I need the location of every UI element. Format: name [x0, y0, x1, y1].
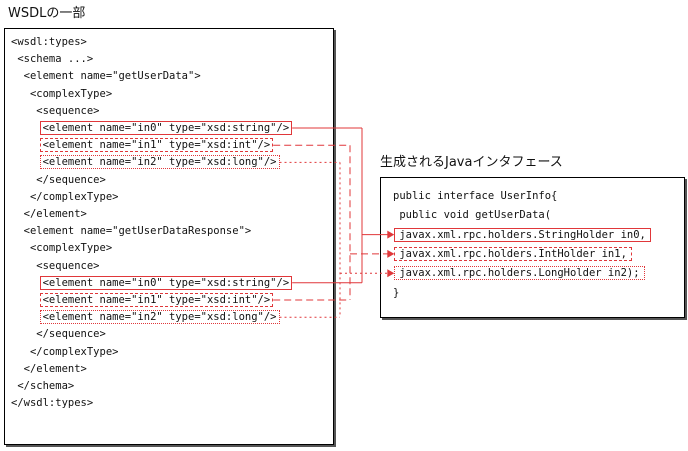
wsdl-line: </schema> — [11, 380, 75, 392]
wsdl-line: </sequence> — [11, 173, 106, 186]
wsdl-line: <element name="in1" type="xsd:int"/> — [11, 139, 271, 152]
java-section-title: 生成されるJavaインタフェース — [380, 155, 563, 170]
java-line: javax.xml.rpc.holders.LongHolder in2); — [393, 267, 640, 280]
wsdl-line: <schema ...> — [11, 53, 94, 66]
wsdl-line: </element> — [11, 362, 87, 375]
wsdl-code-block: <wsdl:types> <schema ...> <element name=… — [5, 29, 333, 444]
wsdl-line: <element name="in2" type="xsd:long"/> — [11, 311, 277, 324]
wsdl-code-panel: <wsdl:types> <schema ...> <element name=… — [4, 28, 334, 445]
connector-arrowhead — [387, 230, 395, 239]
wsdl-line: <element name="getUserData"> — [11, 70, 201, 83]
connector-arrowhead — [387, 249, 395, 258]
wsdl-line: <element name="in1" type="xsd:int"/> — [11, 294, 271, 306]
wsdl-line: </element> — [11, 208, 87, 220]
wsdl-section-title: WSDLの一部 — [8, 6, 86, 21]
java-code-block: public interface UserInfo{ public void g… — [381, 178, 684, 317]
wsdl-line: </complexType> — [11, 190, 119, 203]
wsdl-line: <wsdl:types> — [11, 36, 87, 48]
wsdl-line: <element name="in0" type="xsd:string"/> — [11, 122, 290, 134]
wsdl-line: </wsdl:types> — [11, 397, 94, 410]
wsdl-line: </sequence> — [11, 328, 106, 341]
wsdl-line: <element name="getUserDataResponse"> — [11, 225, 252, 238]
wsdl-line: <element name="in0" type="xsd:string"/> — [11, 276, 290, 289]
wsdl-line: <sequence> — [11, 259, 100, 272]
java-line: public void getUserData( — [393, 209, 552, 222]
wsdl-line: <complexType> — [11, 87, 113, 100]
java-line: javax.xml.rpc.holders.StringHolder in0, — [393, 228, 646, 241]
java-line: javax.xml.rpc.holders.IntHolder in1, — [393, 247, 627, 260]
wsdl-line: </complexType> — [11, 345, 119, 358]
connector-arrowhead — [387, 269, 395, 278]
wsdl-line: <element name="in2" type="xsd:long"/> — [11, 156, 277, 169]
java-line: } — [393, 286, 400, 299]
wsdl-line: <complexType> — [11, 242, 113, 255]
wsdl-line: <sequence> — [11, 104, 100, 117]
java-line: public interface UserInfo{ — [393, 190, 558, 202]
